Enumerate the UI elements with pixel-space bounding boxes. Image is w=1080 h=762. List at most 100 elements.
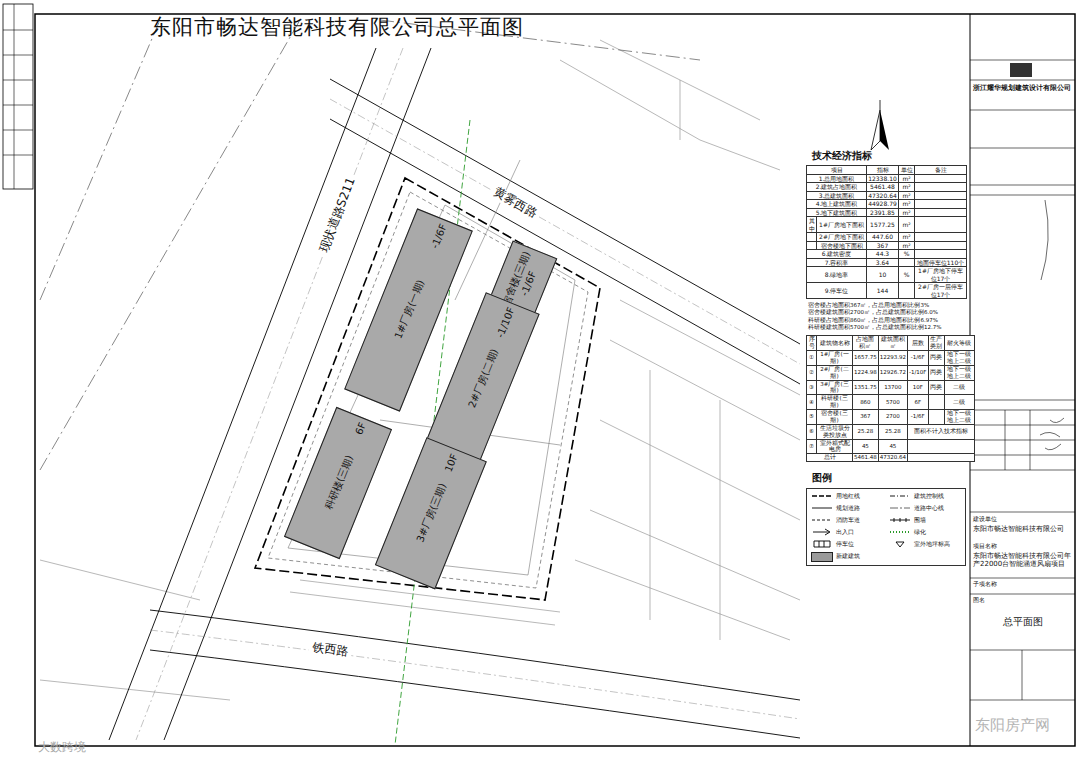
table-cell-text: 8.绿地率	[825, 271, 849, 278]
legend-text: 出入口	[836, 528, 854, 537]
watermark: 大数跨境	[38, 741, 86, 755]
table-cell-text: 3#厂房(三期)	[820, 381, 848, 394]
table-cell	[908, 454, 975, 462]
building-table: 序号建筑物名称占地面积㎡建筑面积㎡层数生产类别耐火等级①1#厂房(一期)1657…	[806, 335, 975, 462]
legend-item: 规划道路	[811, 504, 883, 513]
table-cell-text: ②	[809, 369, 814, 375]
table-cell-text: -1/10F	[909, 369, 927, 375]
legend-item: 停车位	[811, 540, 883, 549]
table-cell: m²	[899, 241, 915, 250]
table-cell: 地面停车位110个	[915, 258, 967, 267]
table-cell-text: %	[904, 271, 910, 278]
table-cell-text: 860	[860, 399, 871, 405]
table-cell-text: 室外箱式配电房	[820, 440, 850, 453]
table-cell-text: 2700	[886, 413, 900, 419]
table-cell: 12926.72	[878, 365, 907, 380]
table-cell: 367	[853, 410, 879, 425]
table-cell-text: 2391.85	[870, 209, 895, 216]
note-line: 科研楼建筑面积5700㎡，占总建筑面积比例12.7%	[808, 324, 941, 330]
floor-count: -1/10F	[494, 305, 516, 339]
legend-swatch	[811, 552, 833, 562]
table-cell-text: 47320.64	[868, 192, 897, 199]
floor-count: 10F	[443, 452, 460, 473]
table-cell: 9.停车位	[807, 283, 867, 299]
table-cell-text: 宿舍楼(三期)	[821, 410, 847, 423]
table-cell-text: 12926.72	[880, 369, 906, 375]
drawing-name: 总平面图	[973, 616, 1072, 628]
table-cell-text: 1#厂房(一期)	[820, 351, 848, 364]
building-name: 3#厂房(三期)	[415, 481, 449, 543]
table-cell	[915, 250, 967, 259]
table-cell-text: 13700	[884, 384, 902, 390]
table-cell-text: m²	[902, 183, 910, 190]
table-cell-text: 占地面积㎡	[856, 336, 874, 349]
table-cell: 建筑面积㎡	[878, 336, 907, 351]
table-cell: 7.容积率	[807, 258, 867, 267]
indicator-table: 项目指标单位备注1.总用地面积12338.10m²2.建筑占地面积5461.48…	[806, 165, 967, 299]
table-cell	[915, 217, 967, 233]
table-cell-text: 建筑面积㎡	[881, 336, 905, 349]
table-cell: m²	[899, 208, 915, 217]
table-cell	[899, 258, 915, 267]
table-cell-text: 3.总建筑面积	[819, 192, 855, 199]
table-cell: ③	[807, 380, 817, 395]
legend-item: 用地红线	[811, 492, 883, 501]
table-cell: 室外箱式配电房	[817, 439, 853, 454]
table-cell: 4.地上建筑面积	[807, 200, 867, 209]
table-cell: m²	[899, 233, 915, 242]
table-cell: 丙类	[928, 380, 944, 395]
table-cell-text: 2#厂房地下面积	[819, 233, 864, 240]
table-cell: 860	[853, 395, 879, 410]
table-cell-text: 丙类	[930, 369, 942, 375]
building-name: 科研楼(三期)	[322, 453, 354, 511]
table-cell: 1577.25	[867, 217, 899, 233]
designer-name: 浙江耀华规划建筑设计有限公司	[973, 85, 1072, 92]
table-cell: 1657.75	[853, 351, 879, 366]
table-cell: 1351.75	[853, 380, 879, 395]
table-cell-text: 面积不计入技术指标	[914, 428, 968, 434]
table-cell: 5.地下建筑面积	[807, 208, 867, 217]
table-cell-text: m²	[902, 175, 910, 182]
table-cell-text: 地下一级 地上二级	[947, 366, 971, 379]
table-cell-text: 5461.48	[854, 454, 877, 460]
table-cell: 序号	[807, 336, 817, 351]
note-line: 科研楼占地面积860㎡，占总用地面积比例6.97%	[808, 317, 938, 323]
table-cell: 2#厂房地下面积	[817, 233, 867, 242]
table-cell	[899, 283, 915, 299]
legend-box: 用地红线建筑控制线规划道路道路中心线消防车道围墙出入口绿化停车位室外地坪标高新建…	[806, 488, 966, 566]
table-cell-text: 7.容积率	[825, 259, 849, 266]
client-name: 东阳市畅达智能科技有限公司	[973, 525, 1072, 533]
table-cell-text: 25.28	[885, 428, 901, 434]
table-cell-text: 耐火等级	[947, 340, 971, 346]
table-cell-text: 1657.75	[854, 354, 877, 360]
table-cell: m²	[899, 217, 915, 233]
table-cell: 44.3	[867, 250, 899, 259]
table-cell-text: m²	[902, 209, 910, 216]
table-cell-text: 建筑物名称	[820, 340, 850, 346]
table-cell-text: m²	[902, 192, 910, 199]
table-cell-text: 12293.92	[880, 354, 906, 360]
note-line: 宿舍楼建筑面积2700㎡，占总建筑面积比例6.0%	[808, 309, 938, 315]
table-cell-text: 447.60	[872, 233, 893, 240]
table-cell-text: 单位	[901, 166, 913, 173]
table-cell: 8.绿地率	[807, 267, 867, 283]
table-cell: 5461.48	[853, 454, 879, 462]
table-cell-text: 45	[862, 443, 869, 449]
building-name: 2#厂房(二期)	[466, 347, 500, 409]
table-cell: 47320.64	[878, 454, 907, 462]
table-cell-text: 47320.64	[880, 454, 906, 460]
table-cell-text: 总计	[824, 454, 836, 460]
table-cell-text: m²	[902, 242, 910, 249]
legend-sample	[811, 504, 833, 512]
note-line: 宿舍楼占地面积367㎡，占总用地面积比例3%	[808, 302, 929, 308]
table-cell-text: 5461.48	[870, 183, 895, 190]
table-cell-text: 序号	[809, 336, 815, 349]
building-name: 1#厂房(一期)	[392, 278, 426, 340]
legend-item: 新建建筑	[811, 552, 883, 562]
legend-text: 新建建筑	[836, 552, 860, 561]
table-cell: 45	[878, 439, 907, 454]
table-cell	[928, 410, 944, 425]
table-cell: %	[899, 250, 915, 259]
legend-item: 建筑控制线	[889, 492, 961, 501]
table-cell: 10F	[908, 380, 929, 395]
